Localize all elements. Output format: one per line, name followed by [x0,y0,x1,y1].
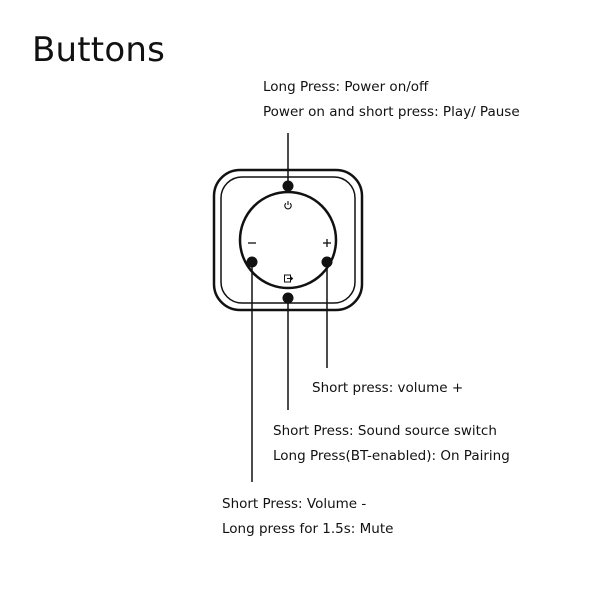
volume-down-annotation-line1: Short Press: Volume - [222,496,367,512]
source-switch-icon [284,274,294,283]
volume-up-annotation: Short press: volume + [312,380,464,396]
power-icon [284,201,292,210]
volume-down-annotation-line2: Long press for 1.5s: Mute [222,521,394,537]
source-annotation-line2: Long Press(BT-enabled): On Pairing [273,448,510,464]
source-button[interactable] [282,292,294,304]
page-title: Buttons [32,30,166,70]
volume-down-button[interactable] [246,256,258,268]
power-annotation-line1: Long Press: Power on/off [263,79,429,95]
power-annotation-line2: Power on and short press: Play/ Pause [263,104,520,120]
volume-up-button[interactable] [321,256,333,268]
plus-icon [323,239,331,247]
control-circle [238,190,338,290]
source-annotation-line1: Short Press: Sound source switch [273,423,497,439]
power-button[interactable] [282,180,294,192]
